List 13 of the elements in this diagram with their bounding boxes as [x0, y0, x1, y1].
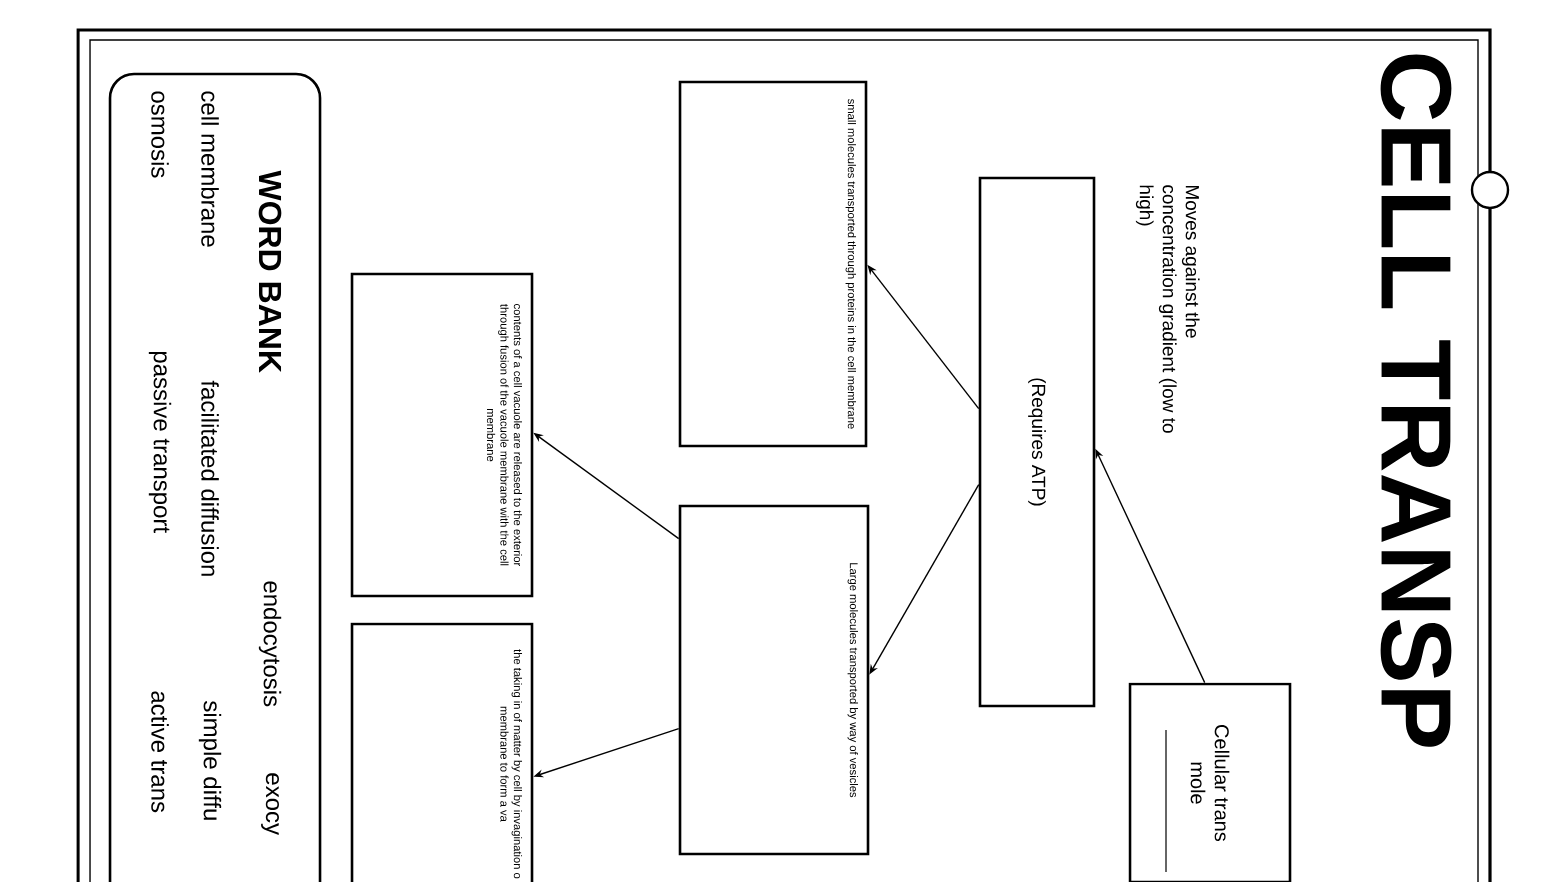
word-bank-heading: WORD BANK	[258, 170, 282, 373]
word-bank-term: endocytosis	[258, 581, 282, 707]
title: CELL TRANSP	[1380, 54, 1452, 747]
word-bank-term: exocy	[261, 773, 279, 835]
note-text: Moves against the concentration gradient (low to high)	[1135, 185, 1200, 433]
word-bank-term: cell membrane	[201, 91, 219, 247]
word-bank-term: osmosis	[151, 91, 169, 178]
process-box: (Requires ATP)	[978, 176, 1096, 708]
fill-in-box: Cellular trans mole	[1128, 682, 1292, 882]
word-bank-term: active trans	[151, 691, 169, 813]
word-bank-term: simple diffu	[198, 701, 222, 820]
word-bank-term: passive transport	[148, 351, 172, 533]
word-bank-term: facilitated diffusion	[201, 380, 219, 576]
